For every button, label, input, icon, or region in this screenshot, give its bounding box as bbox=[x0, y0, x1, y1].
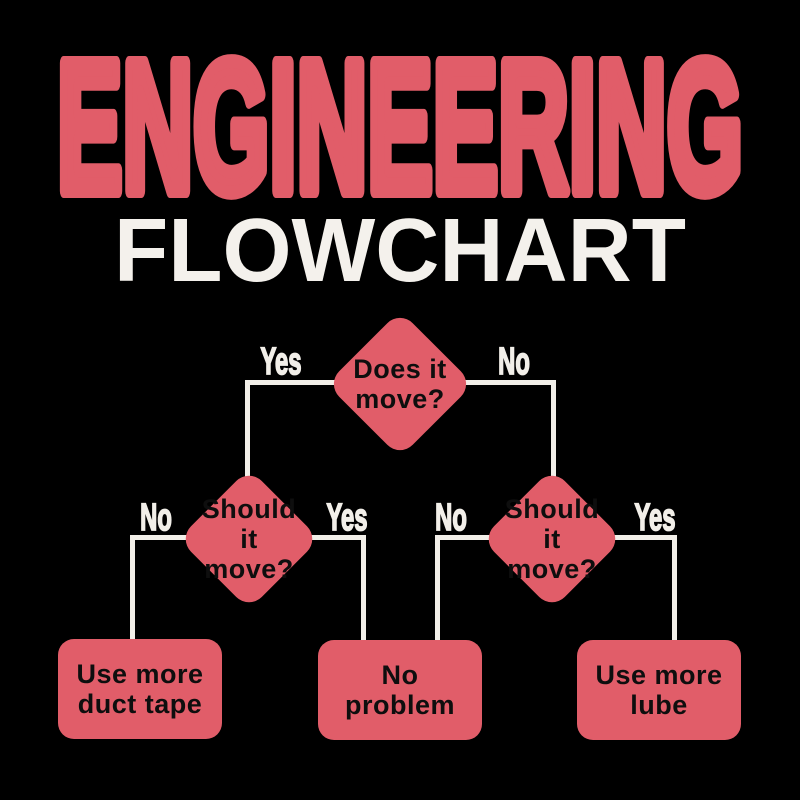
decision-should-it-move-left-label: Should it move? bbox=[201, 493, 297, 585]
title-flowchart: FLOWCHART bbox=[114, 201, 686, 300]
edge-label-top-yes: Yes bbox=[260, 340, 302, 383]
edge-top-no-vertical-line bbox=[551, 380, 556, 480]
decision-should-it-move-left: Should it move? bbox=[178, 468, 320, 610]
outcome-use-more-duct-tape: Use more duct tape bbox=[58, 639, 222, 739]
title-block: ENGINEERING FLOWCHART bbox=[50, 17, 750, 300]
decision-should-it-move-right: Should it move? bbox=[481, 468, 623, 610]
edge-label-right-no: No bbox=[435, 496, 468, 539]
decision-should-it-move-right-label: Should it move? bbox=[504, 493, 600, 585]
edge-right-no-vertical-line bbox=[435, 535, 440, 645]
outcome-use-more-duct-tape-label: Use more duct tape bbox=[76, 658, 204, 719]
decision-should-it-move-right-inner: Should it move? bbox=[502, 489, 602, 589]
edge-left-no-vertical-line bbox=[130, 535, 135, 645]
edge-label-right-yes: Yes bbox=[634, 496, 676, 539]
edge-label-left-yes: Yes bbox=[326, 496, 368, 539]
edge-right-yes-vertical-line bbox=[672, 535, 677, 645]
edge-left-yes-vertical-line bbox=[361, 535, 366, 645]
decision-does-it-move: Does it move? bbox=[326, 310, 474, 458]
edge-label-top-no: No bbox=[498, 340, 531, 383]
outcome-use-more-lube: Use more lube bbox=[577, 640, 741, 740]
title-engineering: ENGINEERING bbox=[57, 24, 743, 231]
decision-does-it-move-inner: Does it move? bbox=[348, 332, 452, 436]
outcome-use-more-lube-label: Use more lube bbox=[595, 659, 723, 720]
edge-label-left-no: No bbox=[140, 496, 173, 539]
outcome-no-problem: No problem bbox=[318, 640, 482, 740]
decision-should-it-move-left-inner: Should it move? bbox=[199, 489, 299, 589]
edge-top-yes-vertical-line bbox=[245, 380, 250, 480]
decision-does-it-move-label: Does it move? bbox=[353, 353, 447, 414]
outcome-no-problem-label: No problem bbox=[344, 659, 455, 720]
